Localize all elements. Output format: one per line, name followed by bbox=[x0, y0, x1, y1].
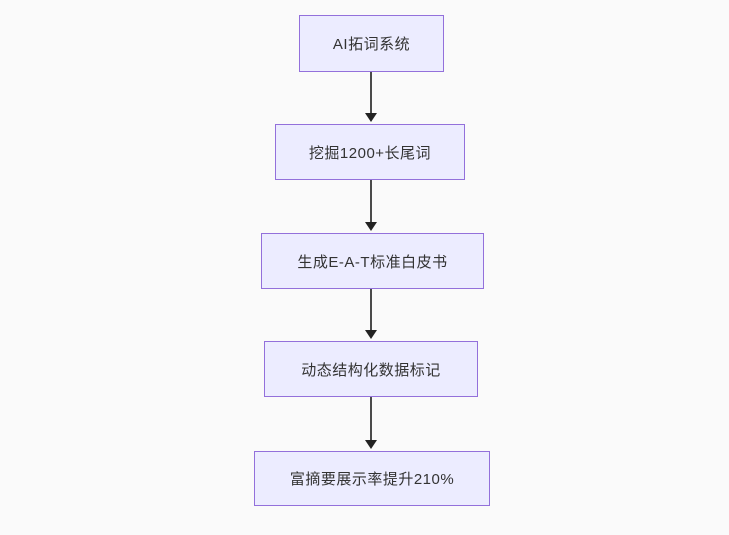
flow-node-eat-whitepaper: 生成E-A-T标准白皮书 bbox=[261, 233, 484, 289]
arrow-shaft bbox=[370, 289, 372, 330]
flow-node-label: 生成E-A-T标准白皮书 bbox=[297, 253, 448, 271]
flow-node-label: 富摘要展示率提升210% bbox=[289, 471, 455, 488]
arrow-shaft bbox=[370, 397, 372, 440]
flow-arrow-a-to-b bbox=[365, 72, 377, 122]
arrowhead-down-icon bbox=[365, 330, 377, 339]
arrowhead-down-icon bbox=[365, 113, 377, 122]
flow-node-label: 挖掘1200+长尾词 bbox=[308, 144, 432, 162]
flow-node-label: 动态结构化数据标记 bbox=[301, 361, 441, 379]
arrowhead-down-icon bbox=[365, 440, 377, 449]
flow-arrow-d-to-e bbox=[365, 397, 377, 449]
flow-arrow-b-to-c bbox=[365, 180, 377, 231]
flow-node-ai-keyword-system: AI拓词系统 bbox=[299, 15, 444, 72]
flow-arrow-c-to-d bbox=[365, 289, 377, 339]
flow-node-label: AI拓词系统 bbox=[332, 36, 411, 53]
flow-node-structured-data-markup: 动态结构化数据标记 bbox=[264, 341, 478, 397]
flow-node-rich-snippet-uplift: 富摘要展示率提升210% bbox=[254, 451, 490, 506]
flow-node-longtail-mining: 挖掘1200+长尾词 bbox=[275, 124, 465, 180]
arrow-shaft bbox=[370, 72, 372, 113]
arrowhead-down-icon bbox=[365, 222, 377, 231]
arrow-shaft bbox=[370, 180, 372, 222]
